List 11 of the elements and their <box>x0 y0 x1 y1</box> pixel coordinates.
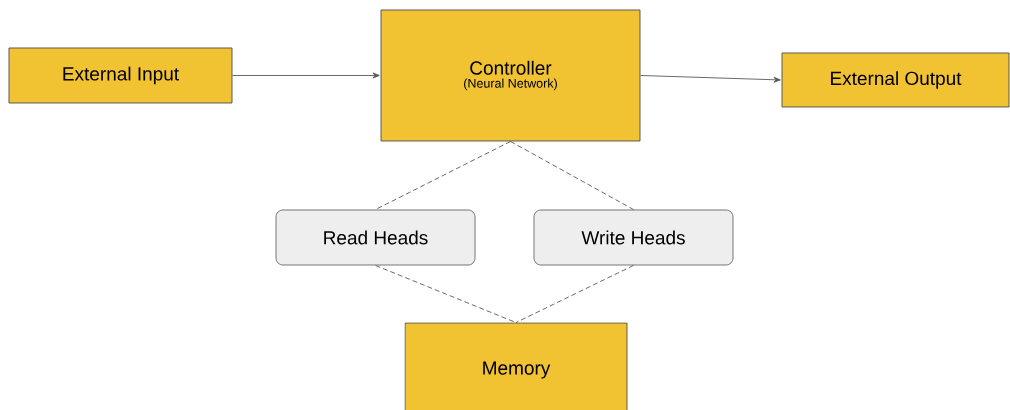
process-box: Memory <box>404 322 628 410</box>
rounded-box: Read Heads <box>275 209 476 266</box>
process-box: Controller (Neural Network) <box>380 9 641 142</box>
io-box: External Input <box>8 47 233 104</box>
dashed-line <box>375 141 511 210</box>
arrow <box>640 75 781 83</box>
arrow <box>232 72 380 79</box>
dashed-line <box>510 141 634 210</box>
io-box: External Output <box>781 52 1010 108</box>
dashed-line <box>515 265 634 323</box>
rounded-box: Write Heads <box>533 209 734 266</box>
